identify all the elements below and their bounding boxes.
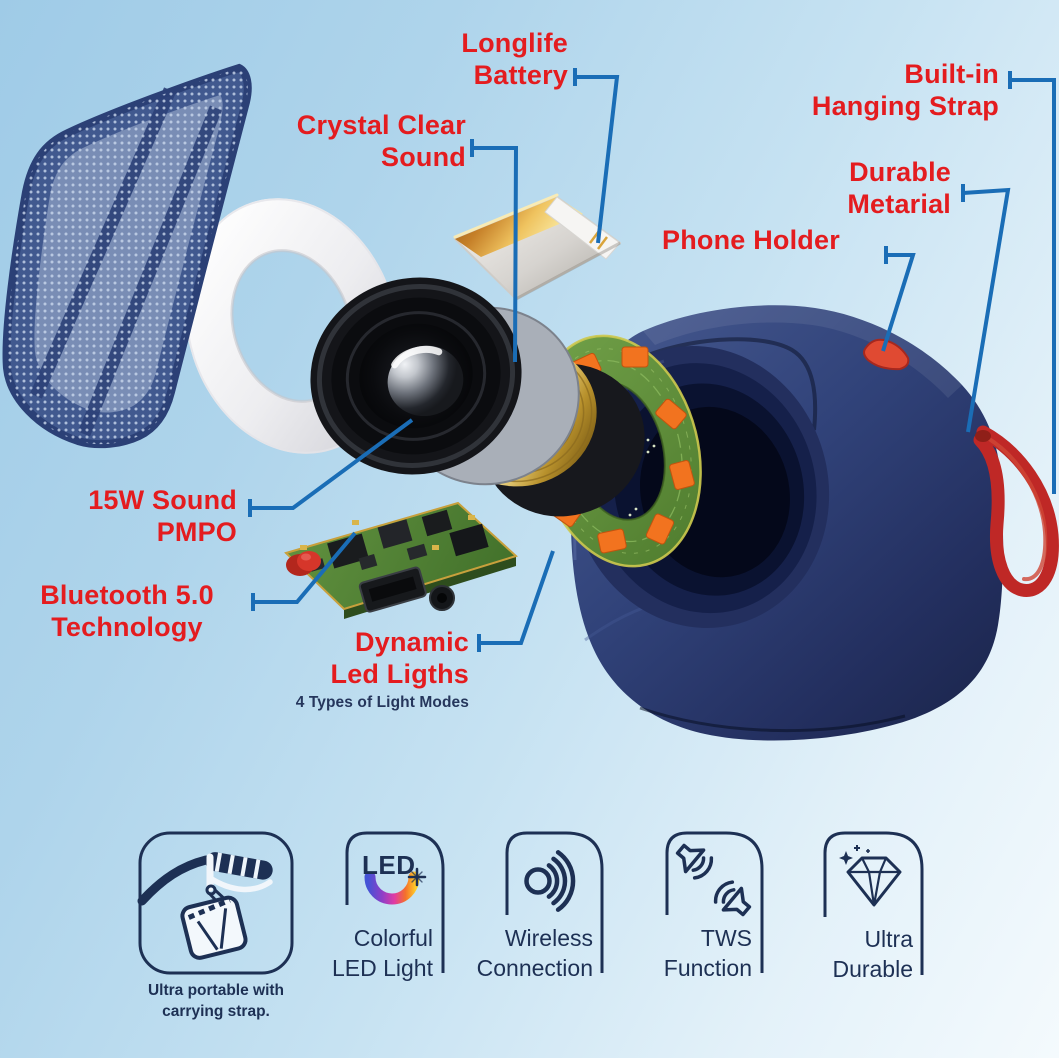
feature-label-line: TWS (700, 925, 752, 951)
leader-15w-sound (248, 418, 414, 517)
callout-line: Sound (381, 142, 466, 172)
leader-bluetooth (251, 531, 357, 611)
leader-durable-metarial (961, 184, 1011, 433)
audio-jack (429, 585, 455, 611)
feature-frame-led (345, 831, 445, 973)
feature-label-line: Function (663, 955, 752, 981)
circuit-board (284, 501, 518, 619)
tws-icon (675, 843, 752, 917)
feature-durable-label: Ultra Durable (832, 924, 913, 984)
callout-bluetooth: Bluetooth 5.0 Technology (18, 579, 236, 643)
callout-line: Phone Holder (662, 225, 840, 255)
callout-line: PMPO (156, 517, 237, 547)
callout-line: Bluetooth 5.0 (40, 580, 214, 610)
callout-line: Built-in (904, 59, 999, 89)
callout-phone-holder: Phone Holder (662, 224, 840, 256)
leader-lines (248, 68, 1056, 652)
callout-line: Battery (473, 60, 568, 90)
feature-label-line: Durable (832, 956, 913, 982)
callout-line: Led Ligths (330, 659, 469, 689)
leader-crystal-clear-sound (470, 139, 519, 363)
leader-phone-holder (881, 246, 916, 352)
callout-subtitle: 4 Types of Light Modes (295, 694, 469, 711)
feature-label-line: LED Light (331, 955, 433, 981)
callout-line: Crystal Clear (296, 110, 466, 140)
speaker-grille (2, 63, 252, 449)
callout-dynamic-led: Dynamic Led Ligths 4 Types of Light Mode… (296, 626, 469, 712)
callout-line: Hanging Strap (811, 91, 999, 121)
feature-led-label: Colorful LED Light (332, 923, 433, 983)
phone-holder-button (863, 338, 910, 371)
caption-line: carrying strap. (162, 1003, 270, 1020)
feature-label-line: Wireless (504, 925, 593, 951)
wireless-icon (524, 850, 576, 912)
callout-line: Technology (51, 612, 203, 642)
pcb-chips (308, 509, 489, 572)
battery (453, 193, 621, 301)
red-knob (286, 551, 321, 576)
callout-longlife-battery: Longlife Battery (461, 27, 568, 91)
feature-frame-wireless (505, 831, 604, 973)
feature-label-line: Connection (476, 955, 593, 981)
hanging-strap (973, 425, 1059, 597)
callout-line: Longlife (461, 28, 568, 58)
sparkle-icon (407, 867, 427, 887)
feature-tws-label: TWS Function (664, 923, 752, 983)
callout-line: Dynamic (355, 627, 469, 657)
led-icon (364, 867, 427, 905)
diamond-icon (839, 845, 902, 907)
callout-line: 15W Sound (88, 485, 237, 515)
callout-line: Metarial (847, 189, 951, 219)
carrying-strap-icon (137, 852, 273, 960)
speaker-driver-cone (310, 277, 522, 475)
callout-15w-sound-pmpo: 15W Sound PMPO (88, 484, 237, 548)
callout-built-in-hanging-strap: Built-in Hanging Strap (812, 58, 999, 122)
feature-label-line: Colorful (353, 925, 433, 951)
feature-wireless-label: Wireless Connection (477, 923, 593, 983)
callout-line: Durable (849, 157, 951, 187)
feature-portable-caption: Ultra portable with carrying strap. (137, 980, 295, 1022)
callout-durable-metarial: Durable Metarial (847, 156, 951, 220)
leader-dynamic-led (477, 550, 555, 652)
leader-built-in-hanging-strap (1008, 71, 1056, 494)
feature-label-line: Ultra (864, 926, 913, 952)
pcb-pads (300, 515, 475, 550)
callout-crystal-clear-sound: Crystal Clear Sound (297, 109, 466, 173)
led-badge-text: LED (362, 850, 416, 880)
leader-longlife-battery (573, 68, 620, 244)
feature-frame-durable (823, 831, 924, 975)
caption-line: Ultra portable with (147, 982, 285, 999)
usb-port (358, 566, 427, 613)
feature-frame-tws (665, 831, 764, 973)
